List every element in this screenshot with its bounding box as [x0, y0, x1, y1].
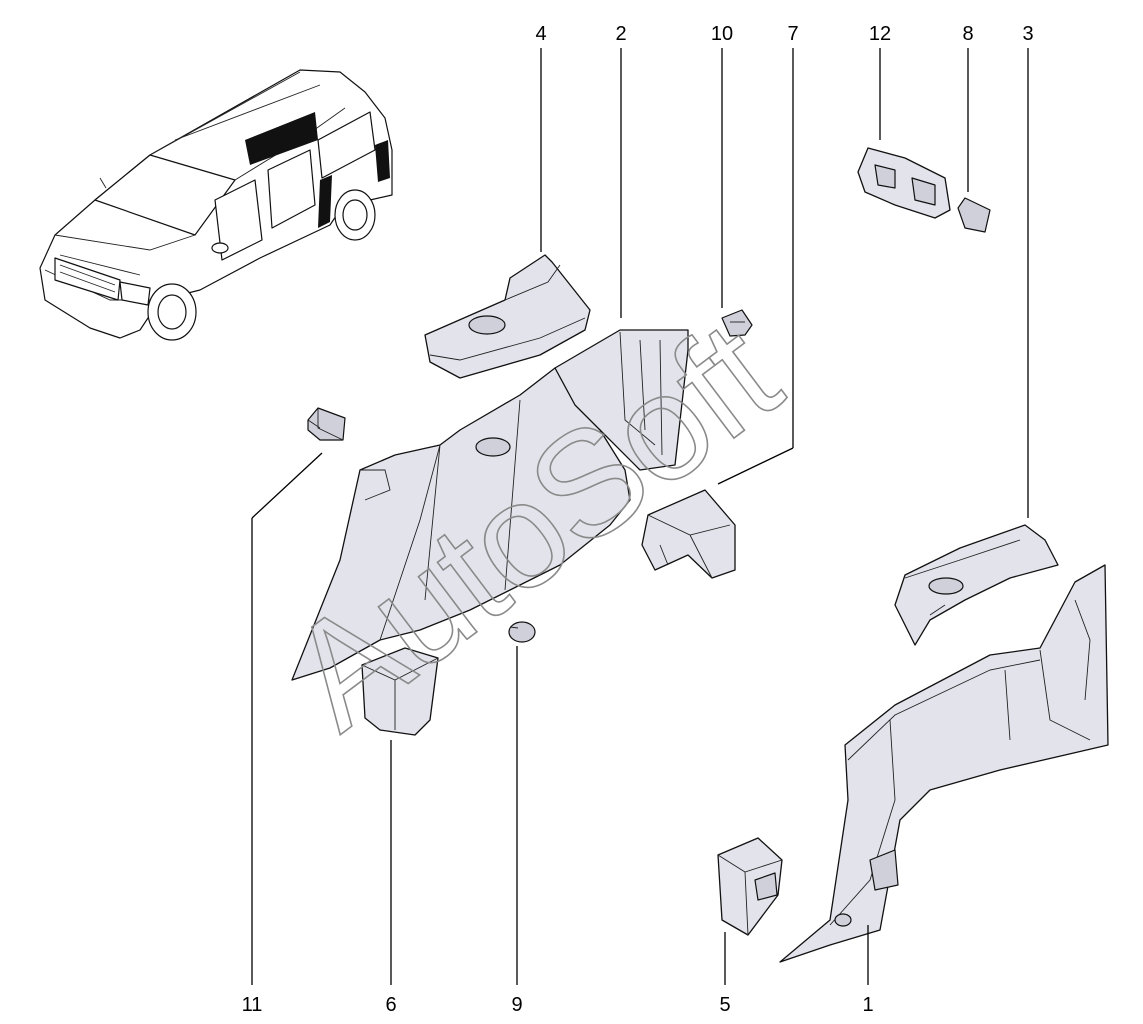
part-4-upper-trim [424, 254, 591, 379]
callout-5: 5 [719, 994, 730, 1016]
part-9-pin [508, 621, 536, 643]
callout-10: 10 [711, 23, 733, 45]
leader-lines [251, 48, 1029, 985]
part-10-clip [721, 309, 753, 337]
callout-2: 2 [615, 23, 626, 45]
part-7-bracket [641, 489, 736, 579]
part-8-clip [957, 197, 991, 233]
callout-numbers: 4 2 10 7 12 8 3 11 6 9 5 1 [242, 23, 1034, 1016]
main-quarter-panel [291, 367, 631, 681]
callout-11: 11 [242, 994, 263, 1016]
part-3-upper-trim [894, 524, 1059, 646]
vehicle-thumbnail [39, 69, 393, 341]
part-1-side-trim [779, 564, 1109, 963]
callout-9: 9 [511, 994, 522, 1016]
callout-6: 6 [385, 994, 396, 1016]
callout-4: 4 [535, 23, 546, 45]
callout-7: 7 [787, 23, 798, 45]
part-11-block [307, 407, 346, 441]
callout-12: 12 [869, 23, 891, 45]
part-6-cap [361, 647, 439, 736]
part-12-bracket [857, 147, 951, 219]
callout-8: 8 [962, 23, 973, 45]
callout-3: 3 [1022, 23, 1033, 45]
callout-1: 1 [862, 994, 873, 1016]
part-5-cap [717, 837, 783, 936]
